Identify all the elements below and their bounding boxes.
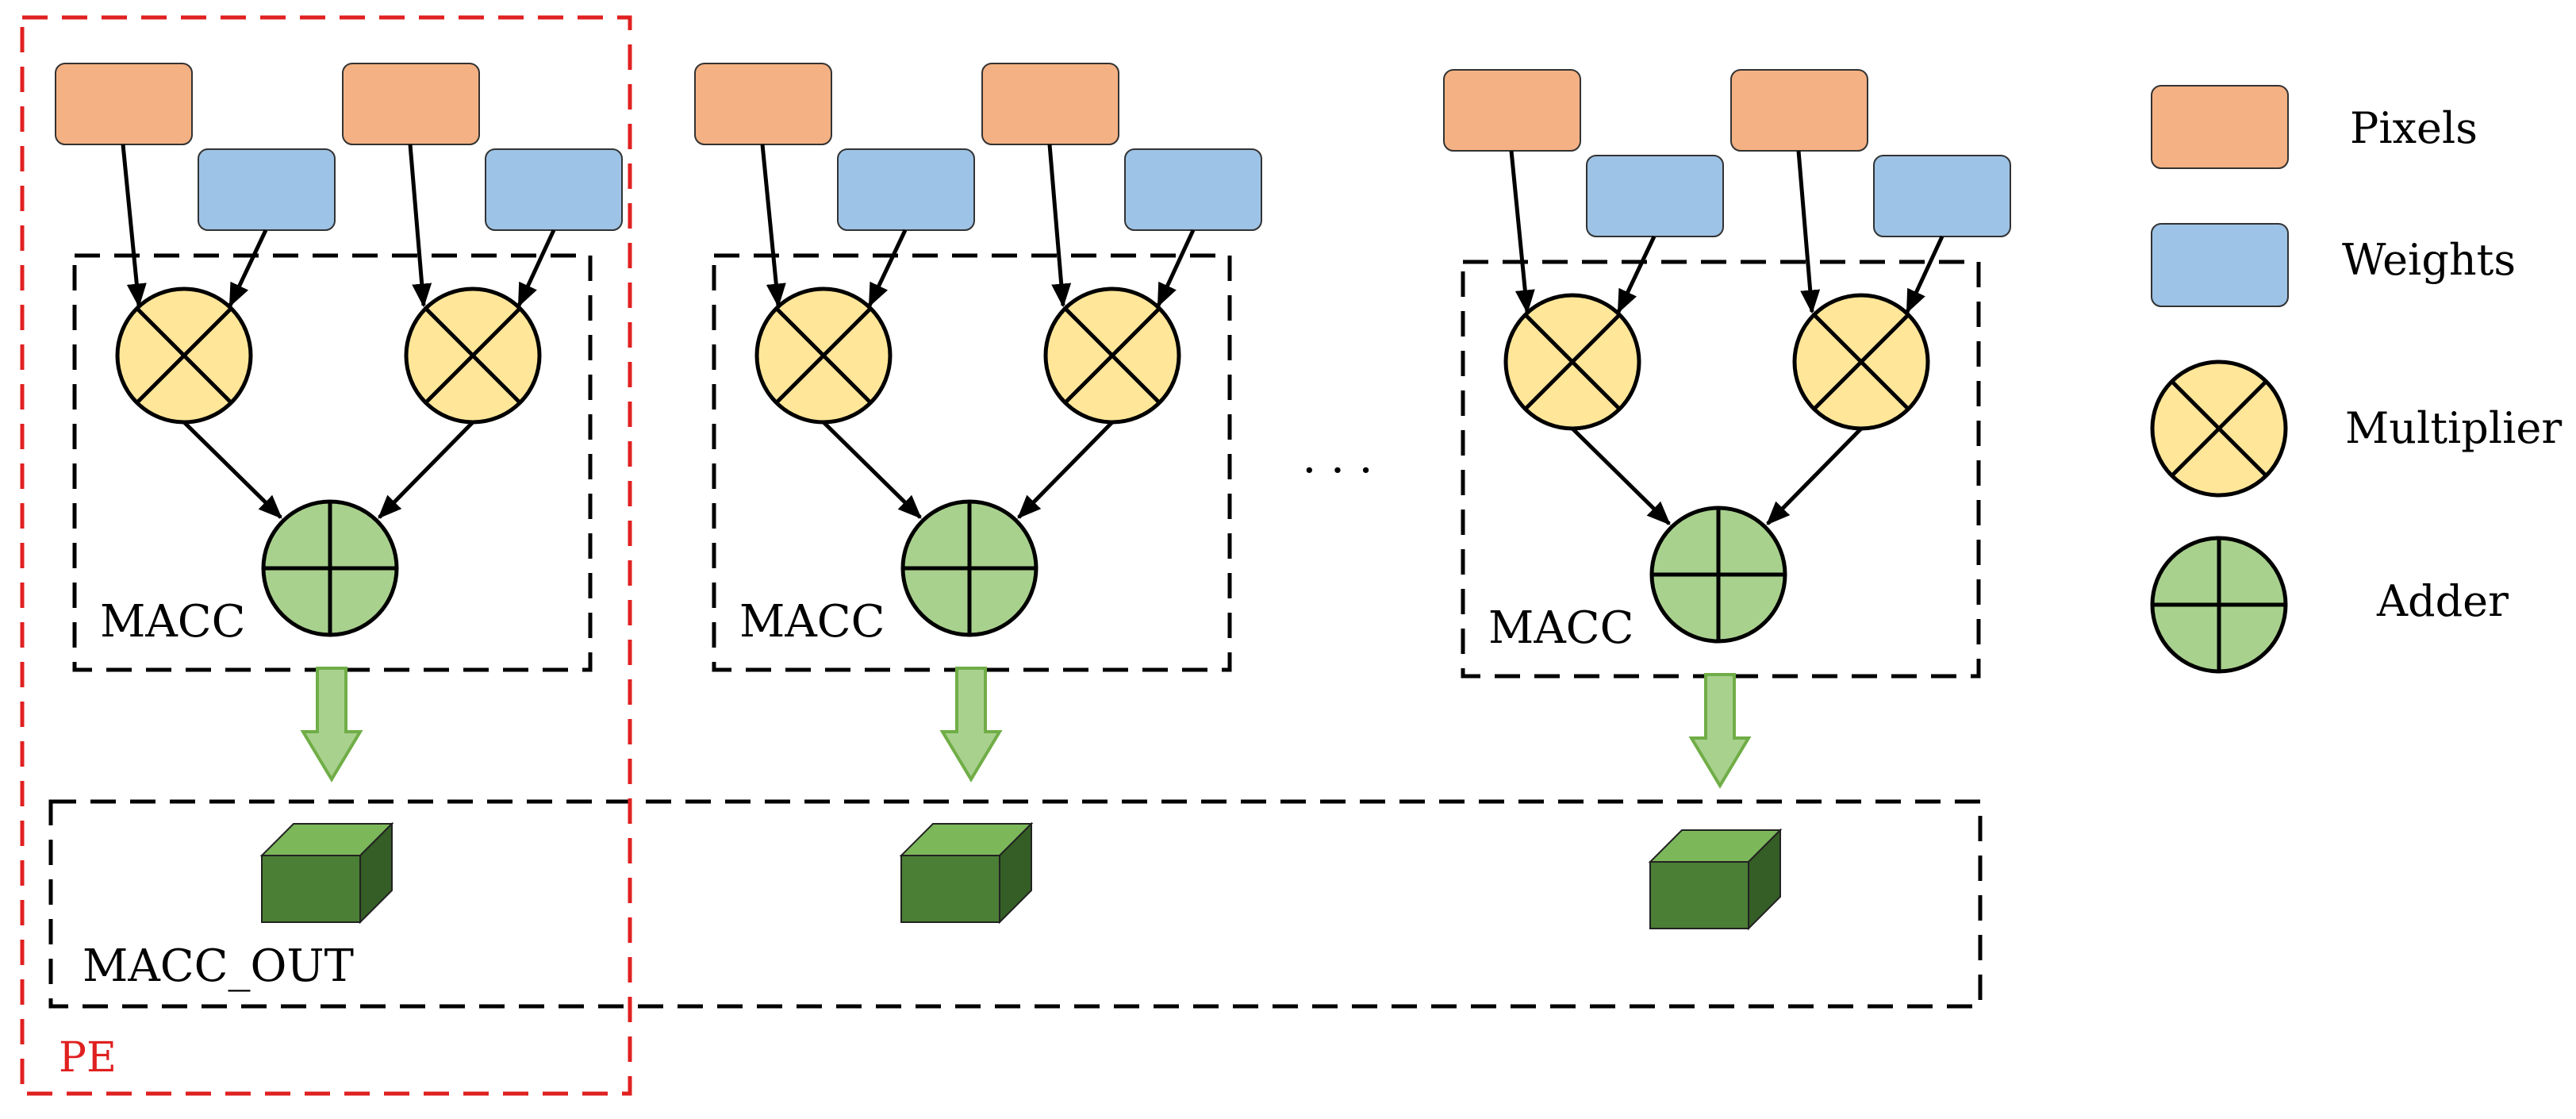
arrow [182,421,282,519]
arrow [822,421,922,519]
arrow [1905,235,1944,314]
register-cube [899,821,1034,925]
multiplier-icon [404,286,542,425]
arrow [760,144,786,308]
arrow [1509,150,1535,314]
pixel-block [1443,69,1581,152]
pixel-block [1730,69,1868,152]
adder-icon [900,499,1038,637]
macc-label: MACC [1488,602,1634,654]
macc-box [1461,260,1981,679]
down-arrow [300,667,363,783]
adder-icon [1649,506,1787,644]
arrow [408,144,432,308]
macc-label: MACC [739,596,885,648]
weight-block [485,148,623,231]
macc-unit-2: MACC [694,63,1262,925]
multiplier-icon [754,286,893,425]
multiplier-icon [1043,286,1181,425]
arrow [1017,421,1114,519]
pe-label: PE [59,1034,117,1082]
weight-block [1586,155,1724,237]
arrow [1156,229,1196,308]
multiplier-icon [1792,293,1930,431]
legend-pixel-swatch [2151,85,2289,169]
legend-multiplier-icon [2150,360,2288,498]
arrow [516,229,556,308]
multiplier-icon [115,286,253,425]
arrow [1571,427,1671,525]
weight-block [198,148,336,231]
macc-out-box [48,799,1983,1009]
pixel-block [981,63,1119,145]
arrow [1766,427,1863,525]
legend: Pixels Weights Multiplier Adder [2150,85,2562,674]
arrow [1047,144,1072,308]
arrow [121,144,147,308]
macc-box [712,253,1232,672]
down-arrow [1688,673,1752,789]
down-arrow [939,667,1003,783]
register-cube [1648,828,1783,931]
arrow [1616,235,1657,314]
ellipsis: · · · [1302,445,1372,497]
legend-adder-icon [2150,536,2288,674]
weight-block [837,148,975,231]
multiplier-icon [1503,293,1641,431]
weight-block [1873,155,2011,237]
arrow [378,421,474,519]
weight-block [1124,148,1262,231]
pixel-block [694,63,832,145]
pixel-block [55,63,193,145]
legend-weight-swatch [2151,223,2289,307]
macc-unit-3: MACC [1443,69,2011,931]
legend-pixels-label: Pixels [2350,103,2478,153]
legend-weights-label: Weights [2342,235,2516,285]
arrow [867,229,908,308]
pixel-block [342,63,480,145]
arrow [228,229,268,308]
pe-box [20,15,632,1096]
macc-box [72,253,593,672]
macc-unit-1: MACC [55,63,623,925]
macc-label: MACC [100,596,245,648]
register-cube [259,821,394,925]
legend-adder-label: Adder [2376,576,2509,626]
macc-out-label: MACC_OUT [83,940,354,992]
legend-multiplier-label: Multiplier [2345,403,2562,453]
arrow [1796,150,1821,314]
adder-icon [261,499,399,637]
